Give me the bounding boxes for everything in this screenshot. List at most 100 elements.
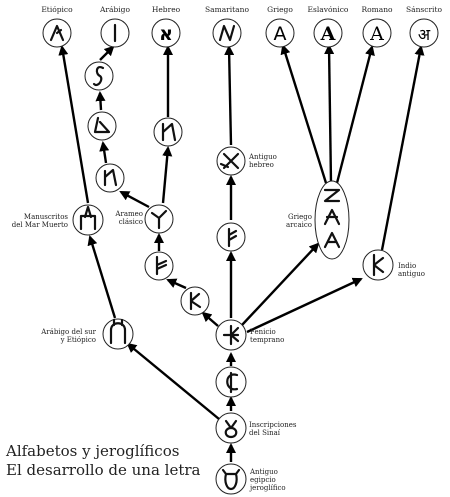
arabigo-sur-glyph-icon — [109, 318, 127, 345]
griego-arcaico-glyph-2-icon — [323, 208, 341, 226]
ox-head-glyph-icon — [221, 468, 241, 491]
edge-griegoarcaico-griego — [280, 44, 328, 184]
label-antiguo-hebreo-2: hebreo — [249, 161, 274, 169]
edge-arameo-ky — [161, 145, 173, 204]
edge-manuscritos-etiopico — [58, 45, 90, 204]
label-fenicio-2: temprano — [250, 336, 284, 344]
node-hebreo: א — [151, 18, 181, 48]
label-arameo-2: clásico — [119, 218, 143, 226]
edge-fenicio-indio — [246, 277, 363, 334]
edge-antiguohebreo-samaritano — [224, 44, 235, 146]
node-indio — [362, 249, 394, 281]
label-indio-2: antiguo — [398, 270, 425, 278]
arabic-s-glyph-icon — [92, 66, 105, 87]
diagram-title-line-2: El desarrollo de una letra — [6, 461, 201, 479]
proto-glyph-icon — [226, 371, 239, 394]
antiguo-hebreo-glyph-icon — [219, 152, 240, 170]
edge-ka-kb — [99, 141, 110, 164]
griego-arcaico-glyph-1-icon — [323, 188, 341, 203]
label-fenicio-1: Fenicio — [250, 328, 276, 336]
edge-griegoarcaico-romano — [335, 45, 375, 184]
edge-sinai-arabigosur — [126, 342, 220, 420]
node-hebrew-stage — [153, 117, 183, 147]
hebreo-letter: א — [159, 23, 173, 45]
node-manuscritos — [72, 204, 104, 236]
edge-indio-sanscrito — [380, 45, 425, 251]
griego-letter: A — [274, 23, 287, 45]
diagram-title-line-1: Alfabetos y jeroglíficos — [5, 442, 179, 460]
k1-glyph-icon — [189, 291, 202, 311]
arameo-glyph-icon — [150, 209, 168, 230]
node-eslavonico: A — [313, 18, 343, 48]
label-griego: Griego — [267, 5, 293, 14]
label-griego-arcaico-2: arcaico — [286, 221, 312, 229]
fenicio-glyph-icon — [222, 324, 240, 346]
f-glyph-icon — [227, 227, 238, 248]
label-arabigo-sur-1: Arábigo del sur — [40, 328, 96, 336]
node-griego-arcaico — [314, 180, 350, 260]
edge-k1-k2 — [166, 278, 187, 290]
edge-arameo-ka — [119, 190, 150, 209]
node-samaritan-mid — [216, 146, 246, 176]
etiopico-glyph-icon — [49, 24, 65, 42]
label-manuscritos-1: Manuscritos — [24, 213, 68, 221]
label-antiguo-hebreo-1: Antiguo — [248, 153, 277, 161]
label-romano: Romano — [361, 5, 393, 14]
griego-arcaico-glyph-3-icon — [323, 231, 341, 249]
label-eslavonico: Eslavónico — [308, 5, 349, 14]
node-egipcio — [215, 463, 247, 495]
node-sanscrito: अ — [409, 18, 439, 48]
arabic-loop-glyph-icon — [93, 116, 111, 134]
label-arameo-1: Arameo — [114, 210, 143, 218]
label-manuscritos-2: del Mar Muerto — [12, 221, 68, 229]
edge-fenicio-griegoarcaico — [241, 242, 320, 326]
node-k2 — [144, 251, 174, 281]
node-samaritano — [212, 18, 242, 48]
node-fenicio — [215, 319, 247, 351]
label-sinai-1: Inscripciones — [249, 421, 297, 429]
label-egipcio-2: egipcio — [250, 476, 276, 484]
edge-kc-arabigo — [99, 45, 115, 61]
label-sanscrito: Sánscrito — [406, 5, 442, 14]
node-arabic-stage-3 — [84, 61, 114, 91]
node-proto — [215, 366, 247, 398]
node-k1 — [180, 286, 210, 316]
node-etiopico — [42, 18, 72, 48]
label-samaritano: Samaritano — [205, 5, 249, 14]
label-egipcio-3: jeroglífico — [249, 484, 286, 492]
hebrew-k-glyph-icon — [161, 122, 177, 142]
indio-glyph-icon — [372, 253, 385, 277]
sinai-glyph-icon — [224, 419, 238, 439]
label-hebreo: Hebreo — [152, 5, 181, 14]
node-sinai — [215, 412, 247, 444]
label-griego-arcaico-1: Griego — [288, 213, 312, 221]
label-arabigo-sur-2: y Etiópico — [60, 336, 96, 344]
node-arabigo-sur — [102, 318, 134, 350]
sanscrito-letter: अ — [418, 25, 431, 44]
edge-griegoarcaico-eslavonico — [324, 43, 335, 184]
top-row: Etiópico Arábigo Hebreo Samaritano Grieg… — [41, 5, 442, 48]
k2-glyph-icon — [155, 255, 168, 276]
label-etiopico: Etiópico — [41, 5, 73, 14]
node-f-stage — [216, 222, 246, 252]
label-egipcio-1: Antiguo — [249, 468, 278, 476]
edges — [58, 43, 425, 462]
edge-arabigosur-manuscritos — [87, 235, 117, 319]
eslavonico-letter: A — [320, 23, 336, 45]
manuscritos-glyph-icon — [79, 205, 97, 231]
label-sinai-2: del Sinaí — [249, 429, 281, 437]
node-arabigo — [100, 18, 130, 48]
node-romano: A — [362, 18, 392, 48]
romano-letter: A — [369, 23, 384, 45]
edge-fenicio-k1 — [201, 311, 219, 327]
label-indio-1: Indio — [398, 262, 416, 270]
node-arabic-stage-1 — [95, 163, 125, 193]
label-arabigo: Arábigo — [99, 5, 130, 14]
node-arabic-stage-2 — [87, 111, 117, 141]
edge-kb-kc — [95, 90, 106, 111]
node-arameo — [144, 204, 174, 234]
node-griego: A — [265, 18, 295, 48]
samaritano-glyph-icon — [218, 24, 236, 42]
arabic-k-glyph-icon — [103, 168, 118, 187]
